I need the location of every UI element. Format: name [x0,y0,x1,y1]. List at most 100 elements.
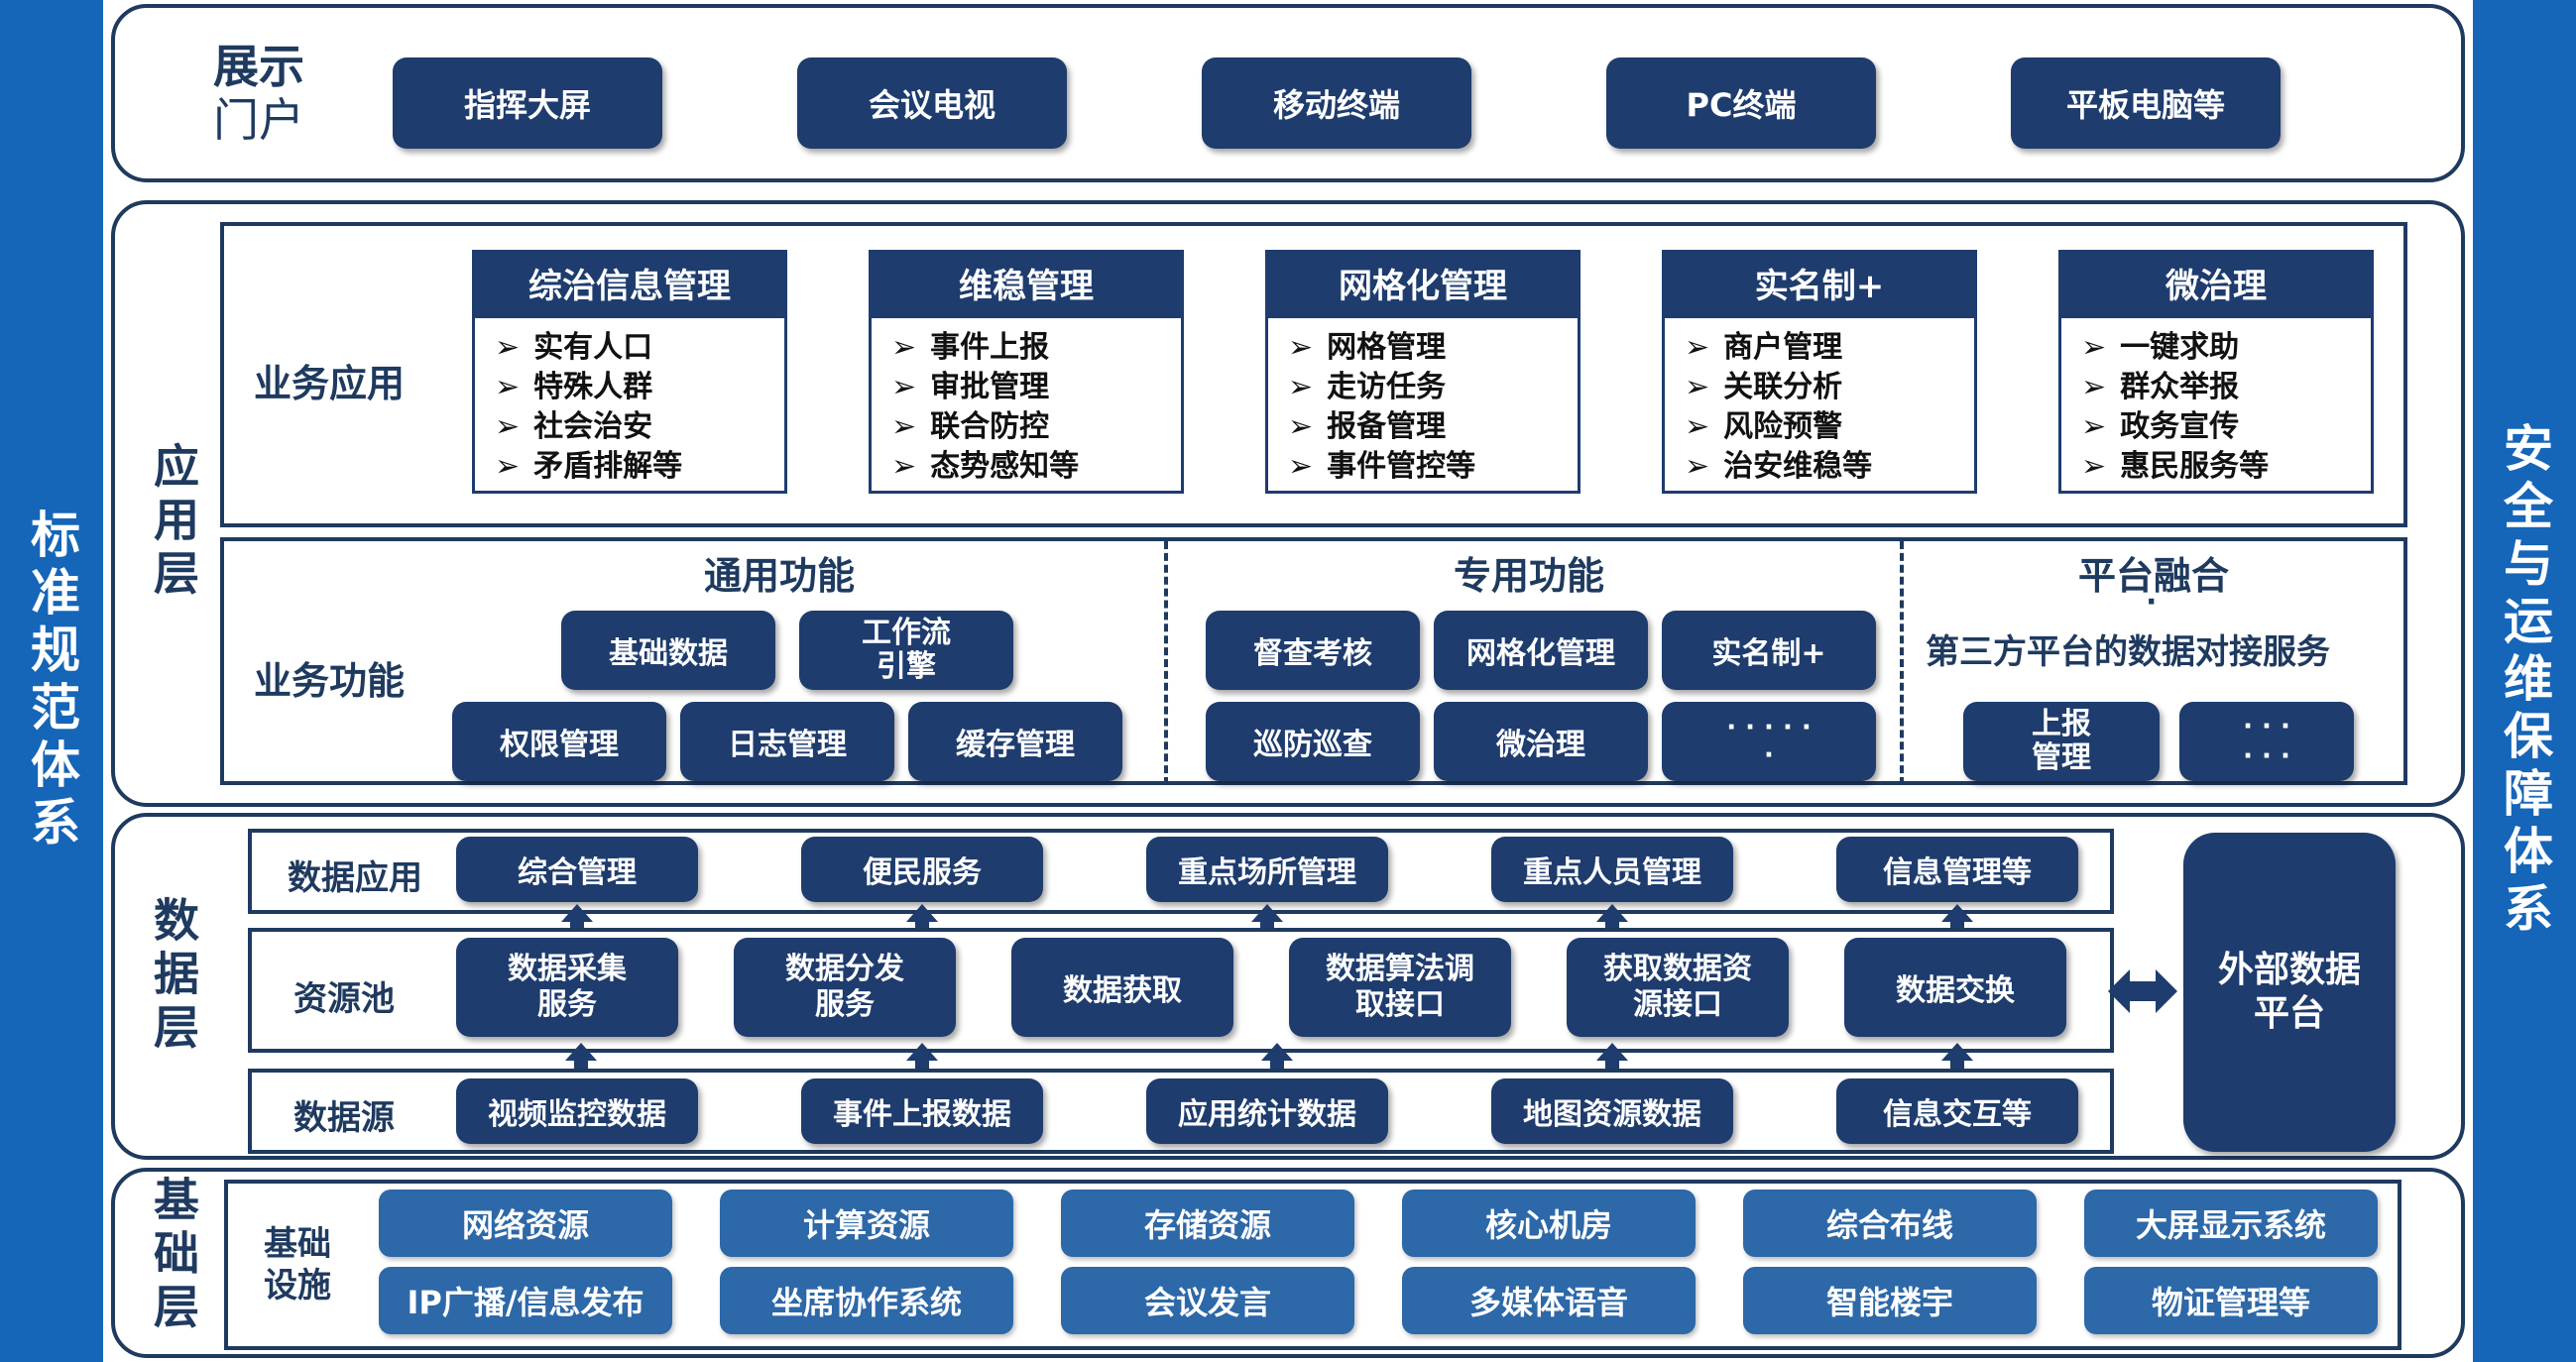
infrastructure-sub-label: 基础 设施 [264,1224,331,1305]
infra-item[interactable]: 计算资源 [720,1190,1013,1257]
data-app-item[interactable]: 便民服务 [801,837,1043,902]
app-card-item: 治安维稳等 [1685,447,1974,487]
arrow-up-icon [906,1043,938,1061]
app-card-body: 事件上报审批管理联合防控态势感知等 [869,315,1184,494]
data-apps-label: 数据应用 [288,858,422,898]
function-button[interactable]: 巡防巡查 [1206,702,1420,781]
application-layer: 应用层 业务应用 综治信息管理 实有人口特殊人群社会治安矛盾排解等 维稳管理 事… [111,200,2465,807]
resource-pool-item[interactable]: 数据分发 服务 [734,938,956,1037]
app-card-item: 风险预警 [1685,407,1974,447]
portal-item[interactable]: 指挥大屏 [393,57,662,149]
app-card-item: 实有人口 [495,328,784,368]
arrow-up-icon [561,904,593,922]
app-card-title: 维稳管理 [869,250,1184,315]
security-sidebar: 安全与运维保障体系 [2473,0,2576,1362]
resource-pool-item[interactable]: 获取数据资 源接口 [1567,938,1789,1037]
data-app-item[interactable]: 重点场所管理 [1146,837,1388,902]
divider [1164,541,1168,785]
function-button[interactable]: · · · · · · [2179,702,2354,781]
special-functions-title: 专用功能 [1454,554,1605,598]
application-layer-label: 应用层 [147,442,200,603]
data-source-item[interactable]: 地图资源数据 [1491,1078,1733,1144]
portal-label-line2: 门户 [213,93,304,147]
infra-item[interactable]: IP广播/信息发布 [379,1267,672,1334]
business-functions-label: 业务功能 [254,659,406,703]
function-button[interactable]: 微治理 [1434,702,1648,781]
app-card-item: 联合防控 [891,407,1181,447]
app-card-item: 事件管控等 [1288,447,1578,487]
function-button[interactable]: 督查考核 [1206,611,1420,690]
infra-item[interactable]: 坐席协作系统 [720,1267,1013,1334]
app-card-item: 态势感知等 [891,447,1181,487]
resource-pool-item[interactable]: 数据交换 [1844,938,2066,1037]
app-card-body: 商户管理关联分析风险预警治安维稳等 [1662,315,1977,494]
data-source-item[interactable]: 信息交互等 [1836,1078,2078,1144]
function-button[interactable]: 工作流 引擎 [799,611,1013,690]
function-button[interactable]: 日志管理 [680,702,894,781]
portal-layer: 展示 门户 指挥大屏 会议电视 移动终端 PC终端 平板电脑等 [111,4,2465,182]
double-arrow-icon [2108,969,2177,1013]
fusion-title: 平台融合 [2078,554,2230,598]
app-card-item: 社会治安 [495,407,784,447]
app-card-item: 商户管理 [1685,328,1974,368]
data-source-item[interactable]: 事件上报数据 [801,1078,1043,1144]
function-button[interactable]: 权限管理 [452,702,666,781]
app-card-item: 政务宣传 [2081,407,2371,447]
app-card-item: 矛盾排解等 [495,447,784,487]
infra-item[interactable]: 物证管理等 [2084,1267,2378,1334]
arrow-up-icon [1941,1043,1973,1061]
function-button[interactable]: 网格化管理 [1434,611,1648,690]
app-card-item: 一键求助 [2081,328,2371,368]
function-button[interactable]: 实名制+ [1662,611,1876,690]
app-card-title: 网格化管理 [1265,250,1581,315]
app-card-item: 审批管理 [891,368,1181,407]
app-card-title: 微治理 [2058,250,2374,315]
function-button[interactable]: 缓存管理 [908,702,1122,781]
function-button[interactable]: 基础数据 [561,611,775,690]
standards-sidebar-label: 标准规范体系 [23,509,80,853]
resource-pool-label: 资源池 [293,979,395,1019]
app-card-body: 实有人口特殊人群社会治安矛盾排解等 [472,315,787,494]
portal-label: 展示 门户 [204,40,313,147]
app-card-item: 走访任务 [1288,368,1578,407]
external-data-platform[interactable]: 外部数据 平台 [2183,833,2396,1152]
portal-item[interactable]: 会议电视 [797,57,1067,149]
app-card-item: 报备管理 [1288,407,1578,447]
data-app-item[interactable]: 信息管理等 [1836,837,2078,902]
app-card-body: 网格管理走访任务报备管理事件管控等 [1265,315,1581,494]
app-card-title: 综治信息管理 [472,250,787,315]
business-functions-panel: 业务功能 通用功能 基础数据 工作流 引擎 权限管理 日志管理 缓存管理 专用功… [220,537,2407,785]
resource-pool-item[interactable]: 数据采集 服务 [456,938,678,1037]
business-apps-label: 业务应用 [254,362,406,405]
function-button[interactable]: · · · · · · [1662,702,1876,781]
data-app-item[interactable]: 重点人员管理 [1491,837,1733,902]
fusion-dot: · [2146,585,2158,620]
data-app-item[interactable]: 综合管理 [456,837,698,902]
resource-pool-item[interactable]: 数据获取 [1011,938,1233,1037]
divider [1900,541,1904,785]
infrastructure-layer: 基础层 基础 设施 网络资源 计算资源 存储资源 核心机房 综合布线 大屏显示系… [111,1168,2465,1358]
infra-item[interactable]: 存储资源 [1061,1190,1354,1257]
infra-item[interactable]: 核心机房 [1402,1190,1696,1257]
portal-item[interactable]: PC终端 [1606,57,1876,149]
infra-item[interactable]: 多媒体语音 [1402,1267,1696,1334]
infra-item[interactable]: 会议发言 [1061,1267,1354,1334]
portal-item[interactable]: 平板电脑等 [2011,57,2281,149]
resource-pool-item[interactable]: 数据算法调 取接口 [1289,938,1511,1037]
app-card-title: 实名制+ [1662,250,1977,315]
data-source-item[interactable]: 视频监控数据 [456,1078,698,1144]
security-sidebar-label: 安全与运维保障体系 [2496,422,2553,940]
data-layer: 数据层 数据应用 综合管理 便民服务 重点场所管理 重点人员管理 信息管理等 资… [111,813,2465,1160]
portal-label-line1: 展示 [213,40,304,93]
infrastructure-layer-label: 基础层 [147,1176,200,1336]
app-card-item: 特殊人群 [495,368,784,407]
infra-item[interactable]: 智能楼宇 [1743,1267,2037,1334]
infra-item[interactable]: 综合布线 [1743,1190,2037,1257]
portal-item[interactable]: 移动终端 [1202,57,1471,149]
app-card-item: 关联分析 [1685,368,1974,407]
arrow-up-icon [1596,1043,1628,1061]
infra-item[interactable]: 网络资源 [379,1190,672,1257]
infra-item[interactable]: 大屏显示系统 [2084,1190,2378,1257]
function-button[interactable]: 上报 管理 [1963,702,2160,781]
data-source-item[interactable]: 应用统计数据 [1146,1078,1388,1144]
